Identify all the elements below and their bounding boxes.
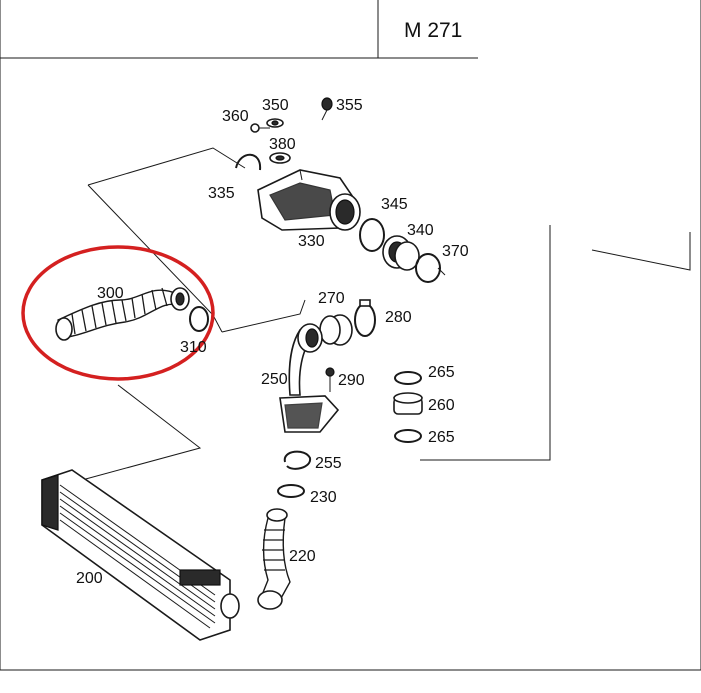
part-330-housing (257, 169, 361, 231)
part-255-retaining-ring (283, 450, 312, 470)
label-350: 350 (262, 97, 289, 114)
part-300-hose (55, 287, 190, 341)
part-230-o-ring (277, 484, 305, 498)
label-265-lower: 265 (428, 429, 455, 446)
part-360-bolt (250, 123, 270, 133)
label-290: 290 (338, 372, 365, 389)
model-label-box: M 271 (404, 19, 462, 42)
label-280: 280 (385, 309, 412, 326)
label-340: 340 (407, 222, 434, 239)
part-265-clamp-lower (394, 429, 422, 443)
label-220: 220 (289, 548, 316, 565)
label-200: 200 (76, 570, 103, 587)
part-280-clamp (354, 299, 376, 337)
label-345: 345 (381, 196, 408, 213)
label-270: 270 (318, 290, 345, 307)
label-250: 250 (261, 371, 288, 388)
part-265-clamp-upper (394, 371, 422, 385)
part-345-o-ring (359, 218, 385, 252)
part-370-clamp (415, 253, 446, 283)
model-label: M 271 (404, 19, 462, 42)
label-330: 330 (298, 233, 325, 250)
label-380: 380 (269, 136, 296, 153)
label-255: 255 (315, 455, 342, 472)
part-290-bolt (325, 367, 335, 392)
label-335: 335 (208, 185, 235, 202)
part-335-wire-clip (235, 153, 262, 171)
part-200-intercooler (41, 469, 240, 641)
part-340-coupling (382, 235, 420, 271)
part-220-lower-hose (257, 508, 291, 610)
part-355-grommet (321, 97, 333, 121)
part-350-washer (266, 118, 284, 128)
part-260-coupling (393, 392, 423, 415)
label-230: 230 (310, 489, 337, 506)
label-355: 355 (336, 97, 363, 114)
highlight-circle (21, 245, 215, 381)
part-270-sleeve (319, 314, 353, 346)
label-265-upper: 265 (428, 364, 455, 381)
label-300: 300 (97, 285, 124, 302)
label-260: 260 (428, 397, 455, 414)
part-380-clip (269, 152, 291, 164)
part-labels: 200 220 230 250 255 260 265 265 270 280 … (76, 97, 469, 587)
label-370: 370 (442, 243, 469, 260)
frame-lines (0, 0, 701, 671)
label-310: 310 (180, 339, 207, 356)
part-250-charge-pipe (279, 323, 340, 433)
label-360: 360 (222, 108, 249, 125)
part-310-o-ring (189, 306, 209, 332)
